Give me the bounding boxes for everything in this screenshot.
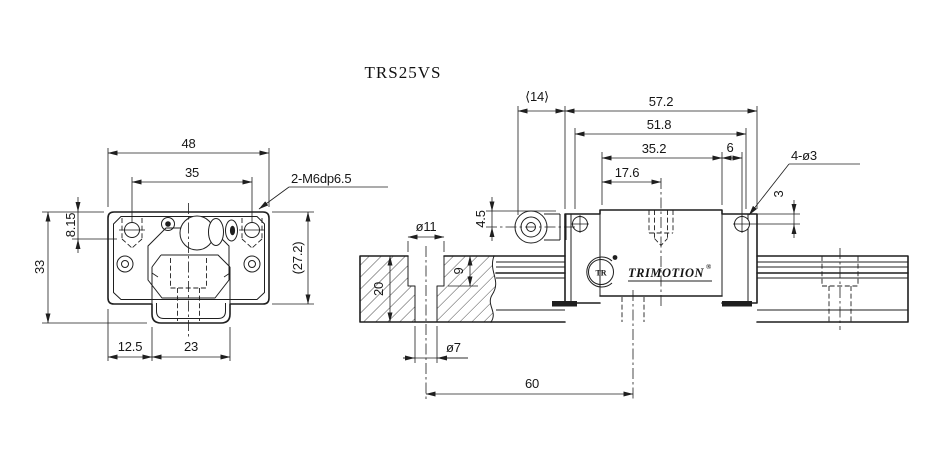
drawing-title: TRS25VS [365, 63, 442, 82]
dim-block-height: (27.2) [290, 242, 305, 275]
front-view-part [107, 211, 270, 324]
dim-hole-to-screw: 6 [726, 140, 733, 155]
dim-mount-hole-span: 35.2 [642, 141, 667, 156]
logo-mark-text: TR [595, 269, 606, 278]
side-view-dimensions: ⟨14⟩ 57.2 51.8 35.2 6 17.6 4-ø3 3 [371, 89, 860, 397]
front-view-dimensions: 48 35 2-M6dp6.5 8.15 33 (27.2) 12.5 23 [32, 136, 388, 361]
carriage-side [514, 209, 758, 307]
grease-nipple-front-icon [179, 215, 238, 251]
side-view: TR TRIMOTION ® ⟨14⟩ 57.2 [359, 89, 909, 400]
dim-rail-width: 23 [184, 339, 198, 354]
dim-hole-half-span: 17.6 [615, 165, 640, 180]
logo-mark-icon [588, 259, 614, 285]
front-view-hidden-lines [121, 218, 263, 321]
dim-nipple-protrusion: ⟨14⟩ [525, 89, 549, 104]
dim-total-height: 33 [32, 260, 47, 274]
dim-top-to-nipple: 4.5 [473, 210, 488, 227]
cap-screw-callout: 4-ø3 [791, 148, 817, 163]
dim-width: 48 [181, 136, 195, 151]
dim-total-length: 57.2 [649, 94, 674, 109]
dim-top-to-screw: 3 [771, 190, 786, 197]
side-view-centerlines [425, 178, 841, 400]
front-view: 48 35 2-M6dp6.5 8.15 33 (27.2) 12.5 23 [32, 136, 388, 361]
dim-rail-hole-pitch: 60 [525, 376, 539, 391]
registered-mark: ® [706, 263, 712, 271]
dim-top-to-hole: 8.15 [63, 213, 78, 238]
dim-counterbore-depth: 9 [451, 267, 466, 274]
thread-callout: 2-M6dp6.5 [291, 171, 351, 186]
brand-name: TRIMOTION [628, 266, 705, 280]
rail-side [490, 255, 909, 323]
dim-body-length: 51.8 [647, 117, 672, 132]
dim-counterbore-dia: ø11 [416, 219, 437, 234]
dim-hole-spacing: 35 [185, 165, 199, 180]
brand-logo: TR TRIMOTION ® [586, 255, 712, 288]
dim-rail-height: 20 [371, 282, 386, 296]
dim-edge-to-rail: 12.5 [118, 339, 143, 354]
dim-bolt-hole-dia: ø7 [446, 340, 461, 355]
